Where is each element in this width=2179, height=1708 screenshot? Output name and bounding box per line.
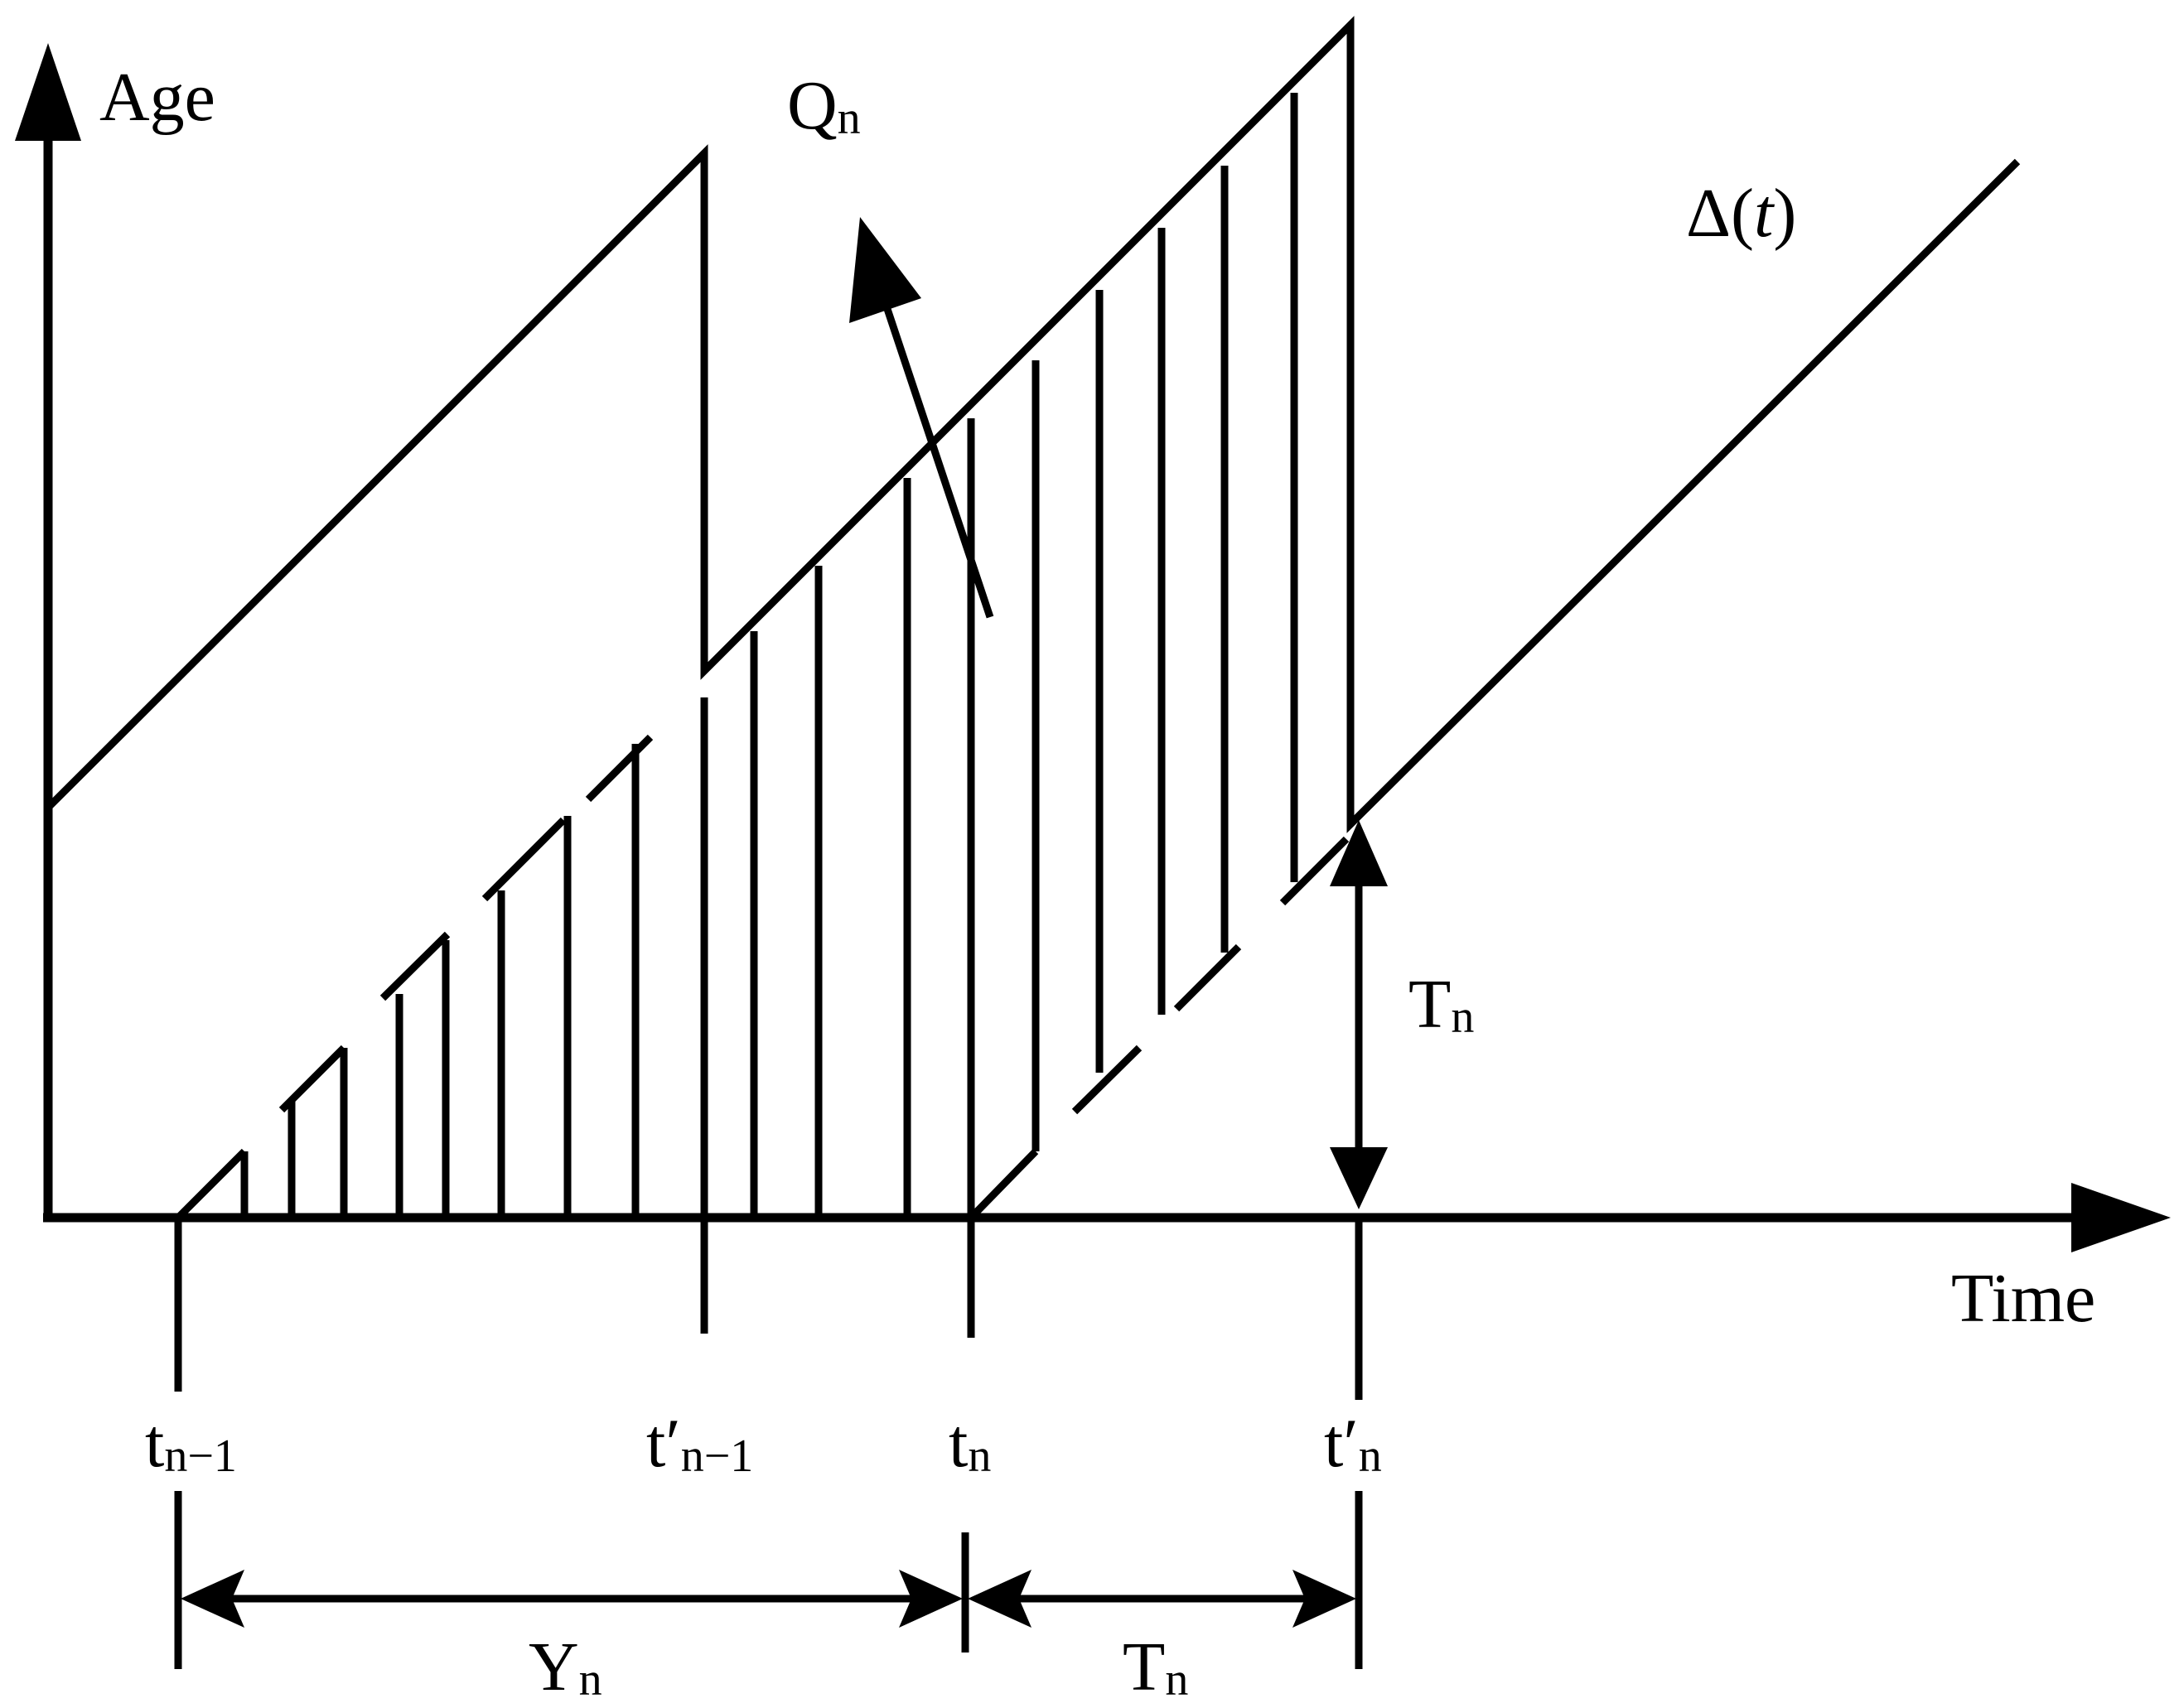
- lower-age-lines: [175, 734, 1350, 1221]
- time-mark-label: tn−1: [145, 1405, 237, 1482]
- area-hatching: [240, 93, 1298, 1334]
- vertical-interval-label: Tn: [1408, 966, 1474, 1043]
- y-interval-arrow-right: [899, 1570, 963, 1628]
- time-mark-label: t′n: [1324, 1405, 1382, 1482]
- vertical-interval-arrow-up: [1330, 820, 1388, 886]
- y-interval-arrow-left: [181, 1570, 244, 1628]
- y-interval-label: Yn: [529, 1628, 602, 1706]
- x-axis-arrowhead: [2071, 1183, 2171, 1252]
- x-axis-label: Time: [1951, 1260, 2095, 1337]
- y-axis-label: Age: [99, 59, 215, 136]
- y-axis-arrowhead: [15, 43, 81, 141]
- vertical-interval-arrow-down: [1330, 1147, 1388, 1209]
- area-pointer-arrowhead: [849, 217, 921, 323]
- t-interval-arrow-left: [968, 1570, 1032, 1628]
- age-sawtooth-curve: [45, 16, 2021, 833]
- area-pointer-line: [882, 305, 994, 619]
- time-mark-label: tn: [949, 1405, 991, 1482]
- age-function-label: Δ(t): [1686, 175, 1796, 252]
- time-mark-label: t′n−1: [646, 1405, 753, 1482]
- t-interval-arrow-right: [1292, 1570, 1356, 1628]
- area-label: Qn: [787, 67, 861, 144]
- t-interval-label: Tn: [1123, 1628, 1188, 1706]
